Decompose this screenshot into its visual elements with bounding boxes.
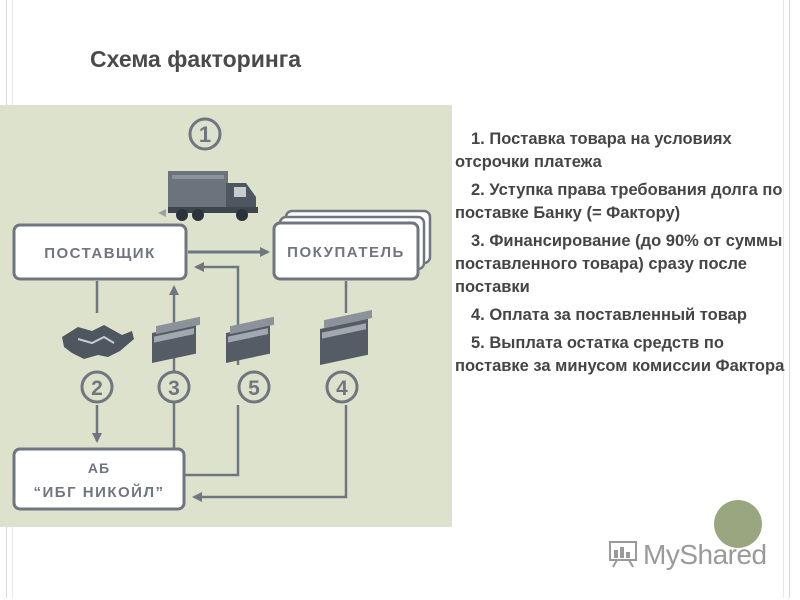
list-item: 5. Выплата остатка средств по поставке з…	[455, 334, 785, 375]
buyer-label: ПОКУПАТЕЛЬ	[287, 244, 405, 261]
step-2-marker: 2	[80, 370, 114, 404]
money-stack-icon	[152, 316, 200, 363]
step-1-marker: 1	[188, 117, 222, 151]
bank-label-line1: АБ	[88, 460, 110, 476]
decorative-circle	[714, 500, 762, 548]
chart-icon	[609, 538, 639, 575]
diagram-svg: 1 ПОСТАВЩИК ПОКУПАТЕЛЬ	[12, 117, 432, 511]
myshared-logo[interactable]: MyShared	[609, 538, 767, 575]
handshake-icon	[62, 325, 134, 359]
list-item: 1. Поставка товара на условиях отсрочки …	[455, 130, 732, 171]
slide-title: Схема факторинга	[90, 46, 302, 72]
step-2-label: 2	[91, 377, 103, 400]
supplier-box: ПОСТАВЩИК	[12, 223, 188, 281]
brand-name: MyShared	[643, 538, 767, 570]
money-stack-icon	[320, 309, 372, 365]
bank-box: АБ “ИБГ НИКОЙЛ”	[12, 447, 186, 511]
balance-line	[184, 405, 240, 477]
step-5-label: 5	[248, 377, 260, 400]
steps-list: 1. Поставка товара на условиях отсрочки …	[455, 128, 785, 383]
step-4-marker: 4	[325, 370, 359, 404]
buyer-payment-arrow	[192, 405, 348, 502]
supplier-label: ПОСТАВЩИК	[44, 245, 156, 262]
step-1-label: 1	[199, 122, 211, 147]
money-stack-icon	[226, 316, 274, 363]
truck-icon	[158, 171, 258, 221]
list-item: 4. Оплата за поставленный товар	[471, 306, 747, 324]
buyer-box: ПОКУПАТЕЛЬ	[272, 209, 432, 281]
step-5-marker: 5	[237, 370, 271, 404]
list-item: 2. Уступка права требования долга по пос…	[455, 181, 783, 222]
step-3-marker: 3	[157, 370, 191, 404]
step-3-label: 3	[168, 377, 180, 400]
factoring-diagram: 1 ПОСТАВЩИК ПОКУПАТЕЛЬ	[0, 105, 452, 527]
step-4-label: 4	[336, 377, 348, 400]
list-item: 3. Финансирование (до 90% от суммы поста…	[455, 232, 783, 296]
bank-label-line2: “ИБГ НИКОЙЛ”	[34, 483, 165, 501]
